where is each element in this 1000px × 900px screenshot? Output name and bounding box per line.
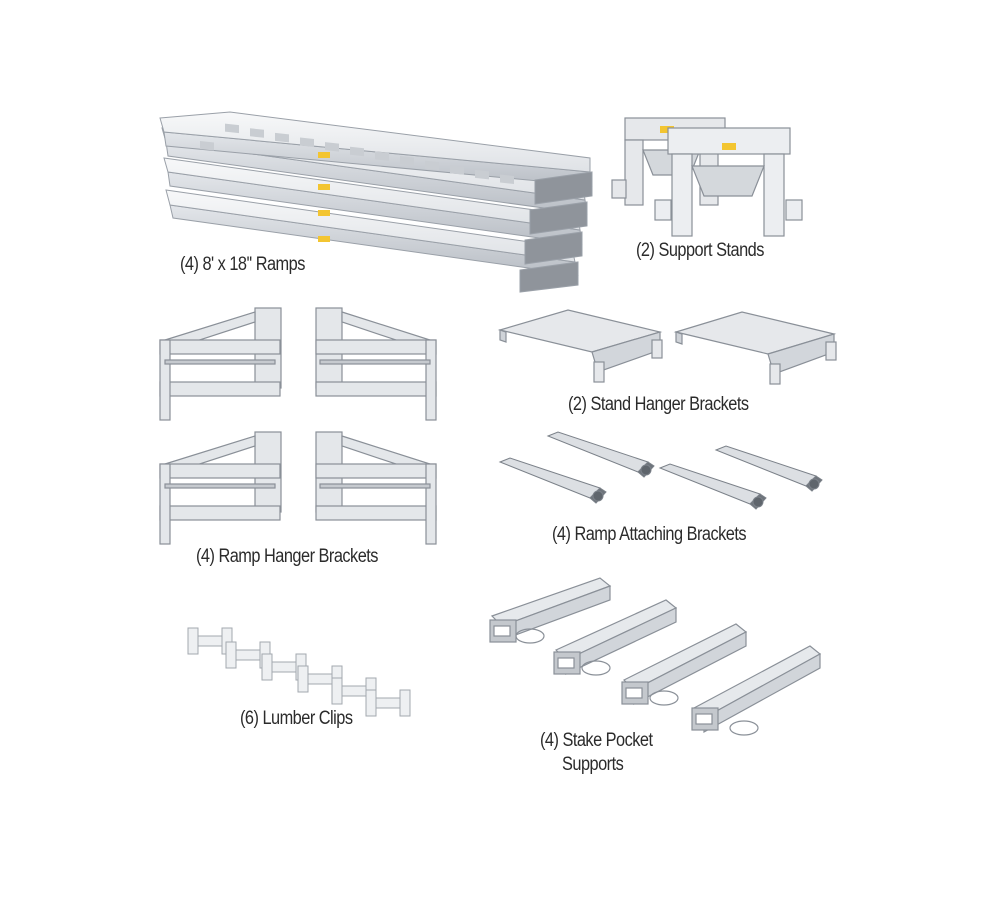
ramp-attaching-brackets-label: (4) Ramp Attaching Brackets: [552, 524, 747, 545]
lumber-clips-label: (6) Lumber Clips: [240, 708, 353, 729]
lumber-clip-1: [187, 627, 233, 655]
stake-pocket-supports-label-line1: (4) Stake Pocket: [540, 730, 653, 751]
stand-hanger-bracket-2: [673, 311, 837, 385]
stake-pocket-support-3: [621, 623, 748, 706]
ramp-hanger-bracket-2: [315, 307, 437, 421]
ramp-attaching-bracket-2: [546, 431, 655, 478]
ramp-4: [165, 189, 579, 293]
ramp-hanger-bracket-4: [315, 431, 437, 545]
ramp-hanger-bracket-3: [159, 431, 282, 545]
ramp-attaching-bracket-3: [658, 463, 767, 510]
support-stands-label: (2) Support Stands: [636, 240, 764, 261]
ramp-1: [159, 111, 593, 205]
ramp-hanger-brackets-label: (4) Ramp Hanger Brackets: [196, 546, 378, 567]
stake-pocket-support-1: [489, 577, 612, 644]
stand-hanger-brackets-label: (2) Stand Hanger Brackets: [568, 394, 749, 415]
ramp-attaching-bracket-1: [498, 457, 607, 504]
stand-hanger-bracket-1: [497, 309, 663, 383]
ramp-attaching-bracket-4: [714, 445, 823, 492]
stake-pocket-support-4: [691, 645, 822, 736]
ramp-3: [163, 157, 583, 265]
ramp-hanger-bracket-1: [159, 307, 282, 421]
ramps-label: (4) 8' x 18'' Ramps: [180, 254, 305, 275]
support-stand-front: [654, 127, 803, 237]
lumber-clip-6: [365, 689, 411, 717]
stake-pocket-support-2: [553, 599, 678, 676]
stake-pocket-supports-label-line2: Supports: [562, 754, 624, 775]
